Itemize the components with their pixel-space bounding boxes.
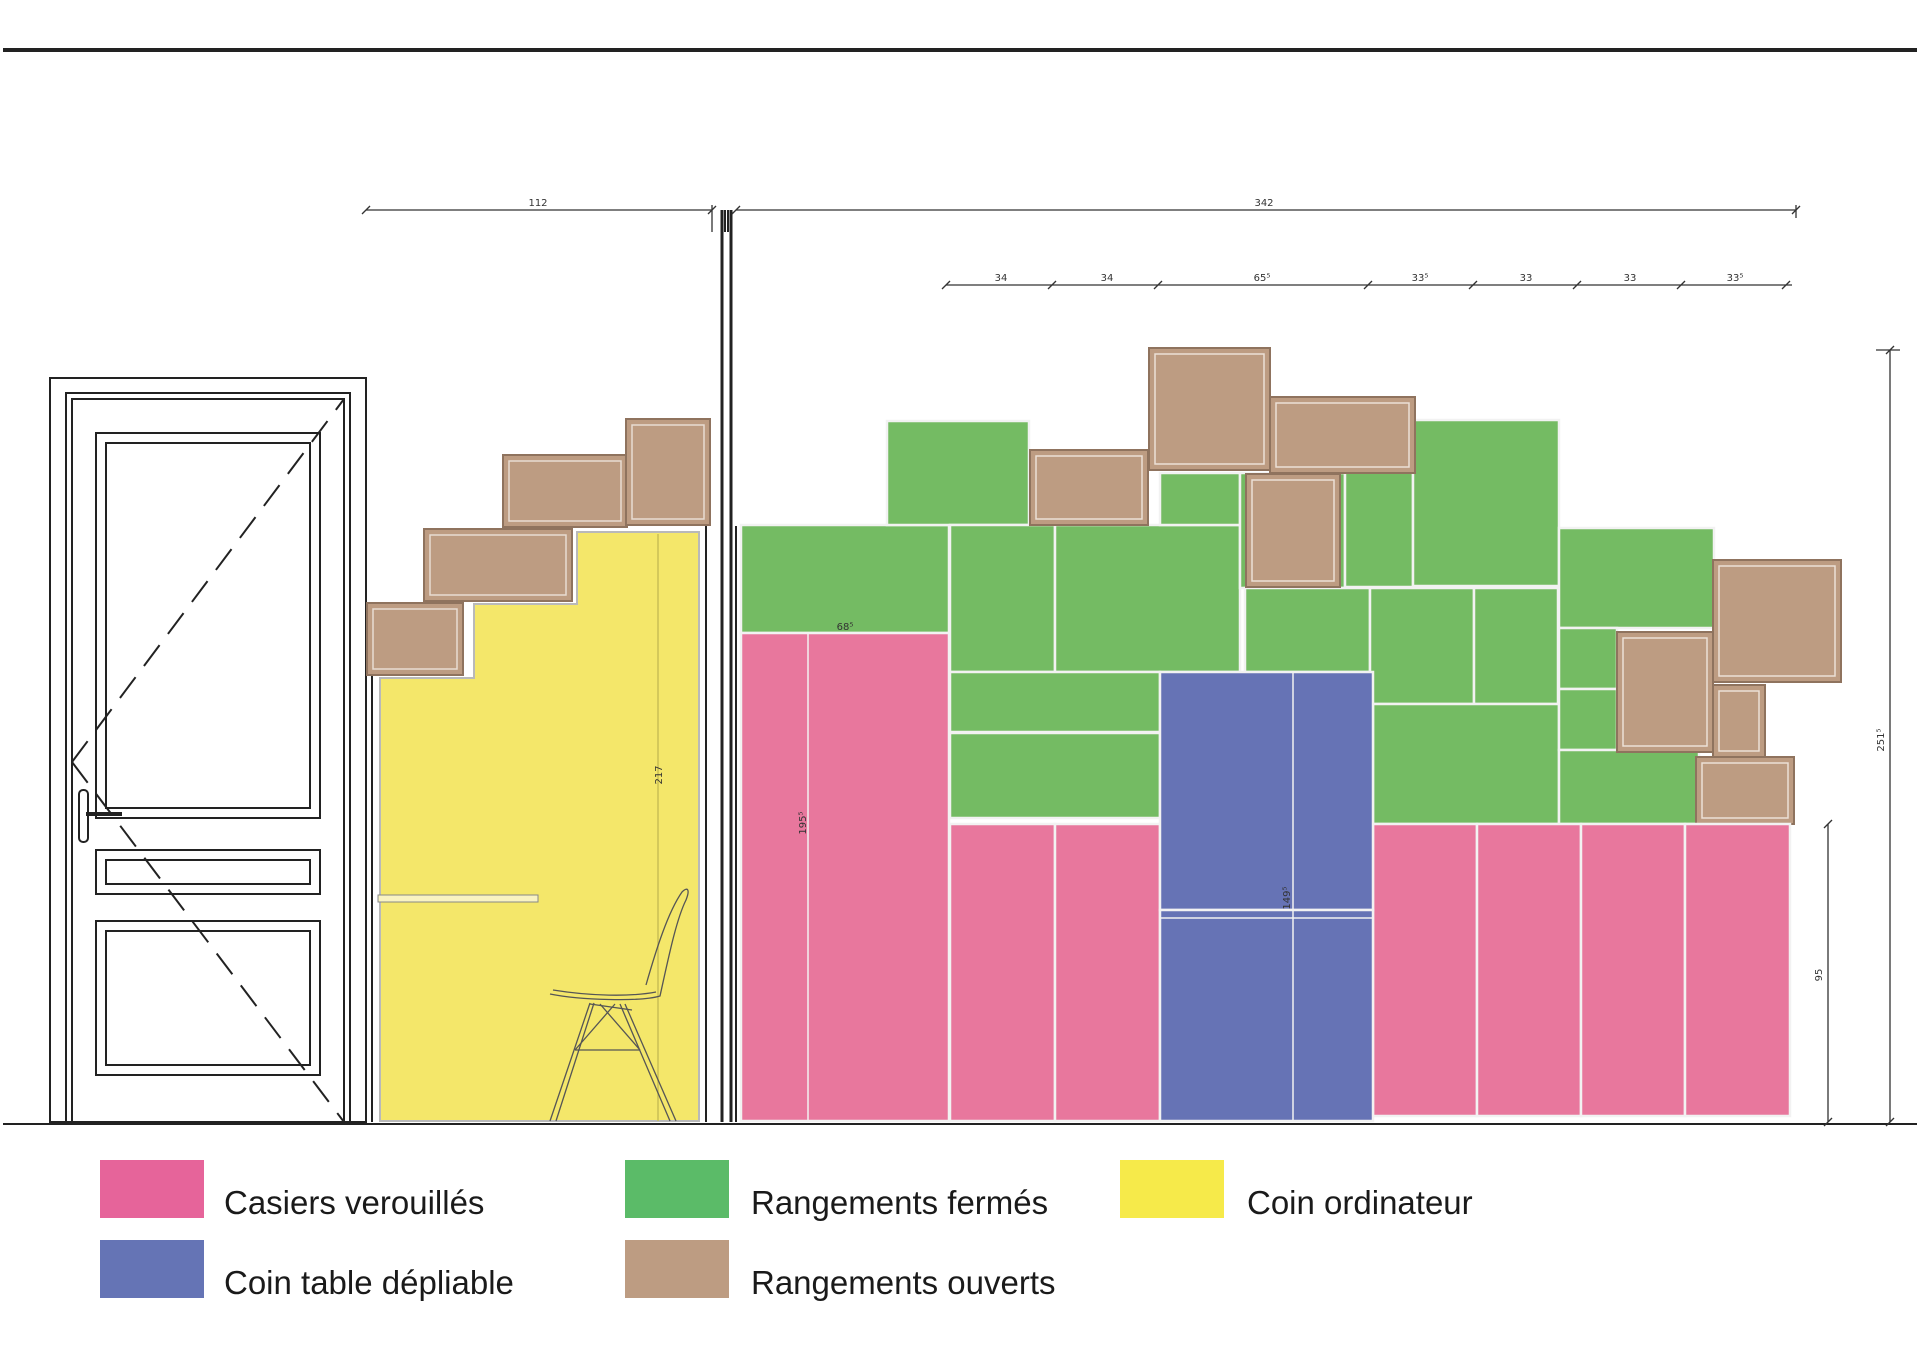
closed-storage xyxy=(1557,626,1619,691)
open-storage xyxy=(1148,347,1271,471)
open-storage xyxy=(1712,559,1842,683)
locked-locker xyxy=(1371,822,1479,1118)
door-panel-bottom-inner xyxy=(105,930,311,1066)
dim-desk-height: 217 xyxy=(654,765,665,784)
door-swing-line-upper xyxy=(71,398,345,763)
locked-locker xyxy=(948,822,1057,1123)
closed-storage xyxy=(948,523,1057,674)
dim-locker-height: 195⁵ xyxy=(798,811,809,834)
closed-storage xyxy=(739,523,951,635)
open-storage-group xyxy=(1029,347,1842,825)
door-frame-outer xyxy=(49,377,367,1123)
door-panel-top-inner xyxy=(105,442,311,809)
closed-storage xyxy=(1368,586,1476,706)
locked-locker xyxy=(1053,822,1162,1123)
locked-locker xyxy=(1683,822,1792,1118)
legend-swatch-pink xyxy=(100,1160,204,1218)
dim-total-height: 251⁵ xyxy=(1876,728,1887,751)
door-leaf xyxy=(71,398,345,1123)
dim-locker-width: 68⁵ xyxy=(837,622,854,633)
closed-storage xyxy=(1053,523,1242,674)
open-storage xyxy=(1029,449,1149,526)
closed-storage xyxy=(1557,748,1701,826)
closed-storage xyxy=(1158,471,1242,527)
dim-left-width: 112 xyxy=(528,198,547,209)
open-shelves-stairs xyxy=(366,418,711,676)
legend-swatch-green xyxy=(625,1160,729,1218)
folding-table-corner xyxy=(1158,670,1375,1123)
dim-sub-2: 34 xyxy=(1101,273,1114,284)
closed-storage xyxy=(1371,702,1561,826)
closed-storage xyxy=(948,670,1162,734)
computer-corner-area xyxy=(379,531,700,1122)
chair-icon xyxy=(549,888,689,1122)
closed-storage xyxy=(1411,418,1561,588)
open-shelf xyxy=(366,602,464,676)
closed-storage xyxy=(948,731,1162,820)
open-storage xyxy=(1712,684,1766,758)
legend-swatch-blue xyxy=(100,1240,204,1298)
dimension-lines xyxy=(361,205,1900,1127)
legend-label-closed-storage: Rangements fermés xyxy=(751,1184,1048,1221)
open-shelf xyxy=(625,418,711,526)
legend-swatch-brown xyxy=(625,1240,729,1298)
door-frame-inner xyxy=(65,392,351,1123)
dim-table-height: 149⁵ xyxy=(1282,886,1293,909)
dim-sub-1: 34 xyxy=(995,273,1008,284)
open-storage xyxy=(1695,756,1795,825)
closed-storage xyxy=(885,419,1031,527)
dim-sub-3: 65⁵ xyxy=(1254,273,1271,284)
legend-label-computer-corner: Coin ordinateur xyxy=(1247,1184,1473,1221)
locked-locker xyxy=(1475,822,1583,1118)
legend-swatch-yellow xyxy=(1120,1160,1224,1218)
legend-label-open-storage: Rangements ouverts xyxy=(751,1264,1056,1301)
desk-shelf xyxy=(377,894,539,903)
dim-low-height: 95 xyxy=(1814,969,1825,982)
legend: Casiers verouillés Rangements fermés Coi… xyxy=(100,1160,1473,1301)
door-panel-bottom-outer xyxy=(95,920,321,1076)
locked-lockers-group xyxy=(739,631,1792,1123)
door-panel-mid-inner xyxy=(105,859,311,885)
door-panel-top-outer xyxy=(95,432,321,819)
legend-label-folding-table: Coin table dépliable xyxy=(224,1264,514,1301)
closed-storage xyxy=(1243,586,1372,674)
open-shelf xyxy=(502,454,628,528)
dim-right-width: 342 xyxy=(1254,198,1273,209)
closed-storage xyxy=(1557,687,1619,752)
closed-storage xyxy=(1343,470,1415,589)
open-storage xyxy=(1616,631,1714,753)
open-storage xyxy=(1269,396,1416,474)
door-panel-mid-outer xyxy=(95,849,321,895)
door xyxy=(49,377,367,1123)
dim-sub-5: 33 xyxy=(1520,273,1533,284)
open-storage xyxy=(1245,473,1341,588)
open-shelf xyxy=(423,528,573,602)
closed-storage xyxy=(1557,526,1716,630)
folding-table-panel xyxy=(1158,670,1375,912)
dim-sub-6: 33 xyxy=(1624,273,1637,284)
legend-label-lockers: Casiers verouillés xyxy=(224,1184,484,1221)
closed-storage xyxy=(1472,586,1560,706)
locked-locker xyxy=(1579,822,1687,1118)
wall-pillar xyxy=(720,210,737,1122)
dim-sub-4: 33⁵ xyxy=(1412,273,1429,284)
door-handle-icon xyxy=(78,789,122,843)
folding-table-panel xyxy=(1158,908,1375,1123)
locked-locker xyxy=(739,631,951,1123)
door-swing-line-lower xyxy=(71,761,345,1123)
dim-sub-7: 33⁵ xyxy=(1727,273,1744,284)
